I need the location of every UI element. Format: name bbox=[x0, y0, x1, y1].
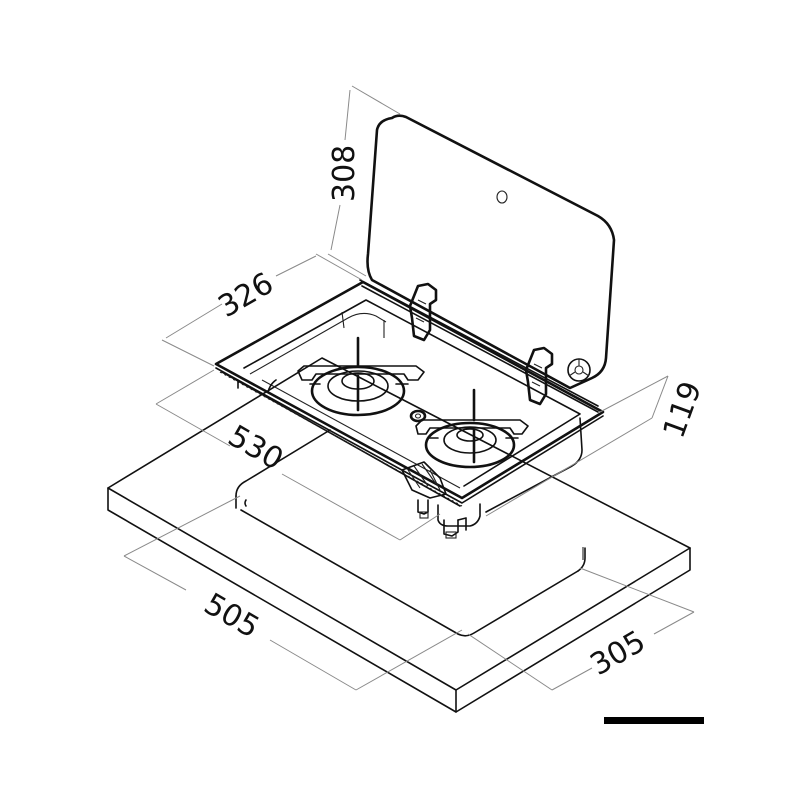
lid-knob-hole-icon bbox=[496, 190, 508, 204]
hinge-left-icon bbox=[408, 282, 438, 342]
cutout bbox=[235, 429, 586, 637]
lid-stopper-icon bbox=[567, 358, 591, 382]
dim-label-hob-height: 119 bbox=[657, 377, 709, 443]
dimension-lines bbox=[123, 85, 695, 691]
countertop bbox=[107, 357, 691, 713]
burner-small bbox=[415, 388, 529, 469]
gas-valve-icon bbox=[401, 461, 447, 499]
dim-label-lid-height: 308 bbox=[327, 145, 362, 202]
dim-label-cutout-depth: 305 bbox=[585, 624, 652, 683]
igniter-icon bbox=[409, 409, 427, 423]
glass-lid bbox=[366, 114, 616, 390]
dim-label-hob-width: 530 bbox=[222, 419, 289, 478]
scale-bar bbox=[604, 717, 704, 724]
hinge-rail bbox=[359, 279, 599, 413]
hinge-right-icon bbox=[524, 346, 554, 406]
burner-large bbox=[297, 336, 425, 417]
dim-label-hob-depth: 326 bbox=[213, 266, 280, 325]
hob-tray bbox=[214, 280, 605, 539]
